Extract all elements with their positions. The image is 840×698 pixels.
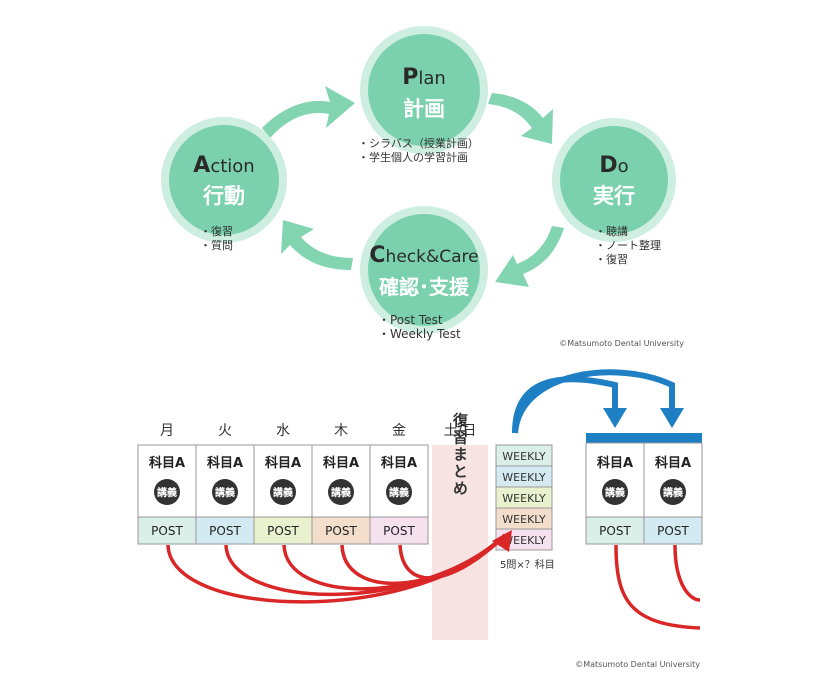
plan-note-1: ・シラバス（授業計画） — [358, 136, 479, 150]
post-label: POST — [267, 524, 299, 538]
check-jp: 確認･支援 — [379, 275, 470, 299]
plan-jp: 計画 — [403, 97, 445, 121]
blue-arrows — [512, 369, 684, 434]
day-label: 木 — [334, 423, 348, 439]
post-box — [195, 516, 255, 545]
svg-text:Check&Care: Check&Care — [369, 243, 478, 268]
post-box — [311, 516, 371, 545]
subject-label: 科目A — [149, 455, 185, 471]
do-note-2: ・ノート整理 — [595, 238, 661, 252]
plan-note-2: ・学生個人の学習計画 — [358, 150, 468, 164]
lecture-badge — [328, 479, 354, 505]
subject-label: 科目A — [265, 455, 301, 471]
lecture-badge — [270, 479, 296, 505]
next-post-label: POST — [657, 524, 689, 538]
arrow-do-to-check — [495, 226, 564, 287]
post-box — [369, 516, 429, 545]
lecture-badge — [212, 479, 238, 505]
next-lecture-badge-label: 講義 — [605, 486, 625, 499]
do-jp: 実行 — [593, 184, 635, 208]
action-rest: ction — [210, 156, 254, 177]
action-note-1: ・復習 — [200, 225, 233, 238]
next-lecture-badge — [602, 479, 628, 505]
post-label: POST — [209, 524, 241, 538]
check-rest: heck&Care — [386, 247, 479, 267]
lecture-badge — [386, 479, 412, 505]
weekly-label: WEEKLY — [502, 471, 546, 484]
next-week-bar — [644, 433, 702, 443]
day-label: 金 — [392, 423, 406, 439]
weekly-test-stack: WEEKLY WEEKLY WEEKLY WEEKLY WEEKLY — [495, 444, 553, 551]
post-box — [253, 516, 313, 545]
next-post-box — [643, 516, 703, 545]
weekly-note: 5問×？科目 — [500, 558, 555, 571]
red-arrows — [166, 530, 701, 630]
weekend-label: 土/日 — [444, 423, 477, 439]
weekly-label: WEEKLY — [502, 492, 546, 505]
next-lecture-badge-label: 講義 — [663, 486, 683, 499]
review-label: 復習まとめ — [451, 412, 469, 498]
copyright-bottom: ©Matsumoto Dental University — [575, 660, 700, 669]
lecture-badge-label: 講義 — [331, 486, 351, 499]
action-note-2: ・質問 — [200, 238, 233, 252]
action-jp: 行動 — [202, 184, 245, 208]
action-letter: A — [193, 153, 210, 178]
do-letter: D — [599, 153, 617, 178]
next-post-label: POST — [599, 524, 631, 538]
weekly-label: WEEKLY — [502, 534, 546, 547]
weekly-label: WEEKLY — [502, 450, 546, 463]
check-note-1: ・Post Test — [378, 313, 443, 327]
svg-text:Plan: Plan — [402, 65, 446, 90]
lecture-badge-label: 講義 — [157, 486, 177, 499]
post-label: POST — [383, 524, 415, 538]
post-label: POST — [151, 524, 183, 538]
lecture-badge-label: 講義 — [215, 486, 235, 499]
next-week-columns: 科目A 講義 POST 科目A 講義 POST — [585, 433, 703, 545]
day-label: 火 — [218, 423, 232, 439]
next-subject-label: 科目A — [597, 455, 633, 471]
check-note-2: ・Weekly Test — [378, 327, 461, 341]
do-note-1: ・聴講 — [595, 224, 628, 238]
plan-rest: lan — [418, 68, 445, 89]
copyright-top: ©Matsumoto Dental University — [559, 339, 684, 348]
subject-label: 科目A — [381, 455, 417, 471]
do-node: Do 実行 ・聴講 ・ノート整理 ・復習 — [552, 118, 676, 266]
next-lecture-badge — [660, 479, 686, 505]
next-week-bar — [586, 433, 644, 443]
next-subject-label: 科目A — [655, 455, 691, 471]
action-node: Action 行動 ・復習 ・質問 — [161, 117, 287, 252]
arrow-check-to-action — [281, 220, 353, 270]
weekly-label: WEEKLY — [502, 513, 546, 526]
subject-label: 科目A — [207, 455, 243, 471]
do-note-3: ・復習 — [595, 253, 628, 266]
svg-text:Do: Do — [599, 153, 628, 178]
do-rest: o — [618, 156, 629, 177]
arrow-plan-to-do — [488, 93, 553, 144]
weekend-column — [432, 445, 488, 640]
lecture-badge-label: 講義 — [273, 486, 293, 499]
day-label: 月 — [160, 423, 174, 439]
check-letter: C — [369, 243, 385, 268]
post-label: POST — [325, 524, 357, 538]
cycle-arrows — [262, 86, 564, 287]
lecture-badge-label: 講義 — [389, 486, 409, 499]
subject-label: 科目A — [323, 455, 359, 471]
check-node: Check&Care 確認･支援 ・Post Test ・Weekly Test — [360, 206, 488, 341]
day-label: 水 — [276, 423, 290, 439]
next-post-box — [585, 516, 645, 545]
plan-letter: P — [402, 65, 418, 90]
lecture-badge — [154, 479, 180, 505]
svg-text:Action: Action — [193, 153, 254, 178]
plan-node: Plan 計画 ・シラバス（授業計画） ・学生個人の学習計画 — [358, 26, 488, 164]
arrow-action-to-plan — [262, 86, 355, 138]
